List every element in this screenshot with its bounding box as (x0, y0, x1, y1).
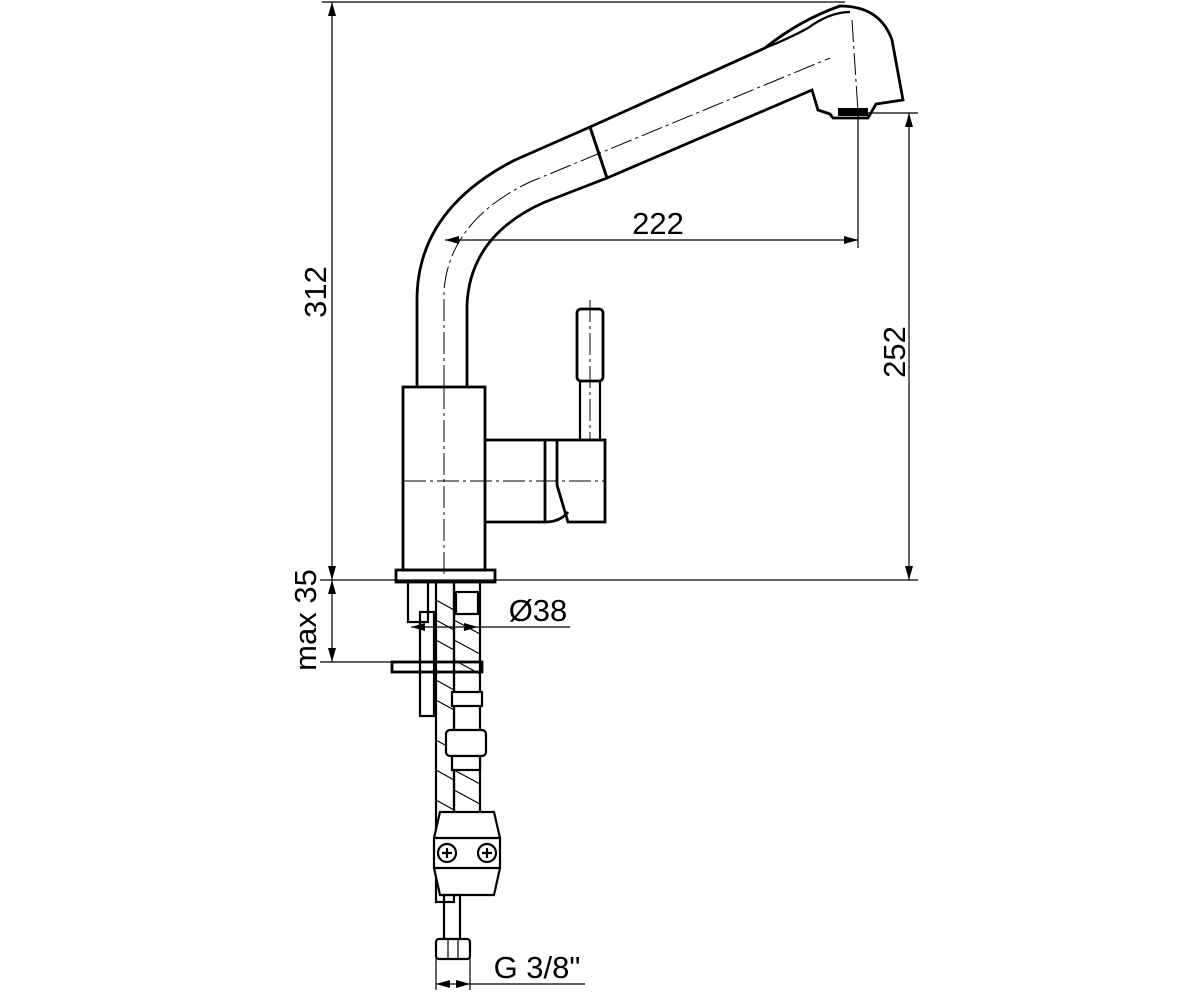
mixer-body (401, 385, 607, 572)
label-total-height: 312 (298, 266, 333, 318)
label-connection-thread: G 3/8" (494, 950, 581, 985)
label-spout-reach: 222 (632, 206, 684, 241)
pull-out-spray-head (588, 4, 905, 180)
dimension-spout-reach: 222 (445, 116, 859, 248)
dimension-outlet-height: 252 (320, 112, 918, 581)
faucet-body (415, 57, 831, 575)
dimension-total-height: 312 (298, 1, 845, 580)
dimension-mount-thickness: max 35 (288, 569, 395, 671)
dimension-connection-thread: G 3/8" (435, 950, 585, 990)
lever-handle (575, 300, 605, 440)
label-hole-diameter: Ø38 (509, 593, 568, 628)
label-outlet-height: 252 (877, 326, 912, 378)
label-mount-thickness: max 35 (288, 569, 323, 671)
mounting-assembly (390, 580, 502, 961)
dimension-hole-diameter: Ø38 (411, 593, 570, 631)
